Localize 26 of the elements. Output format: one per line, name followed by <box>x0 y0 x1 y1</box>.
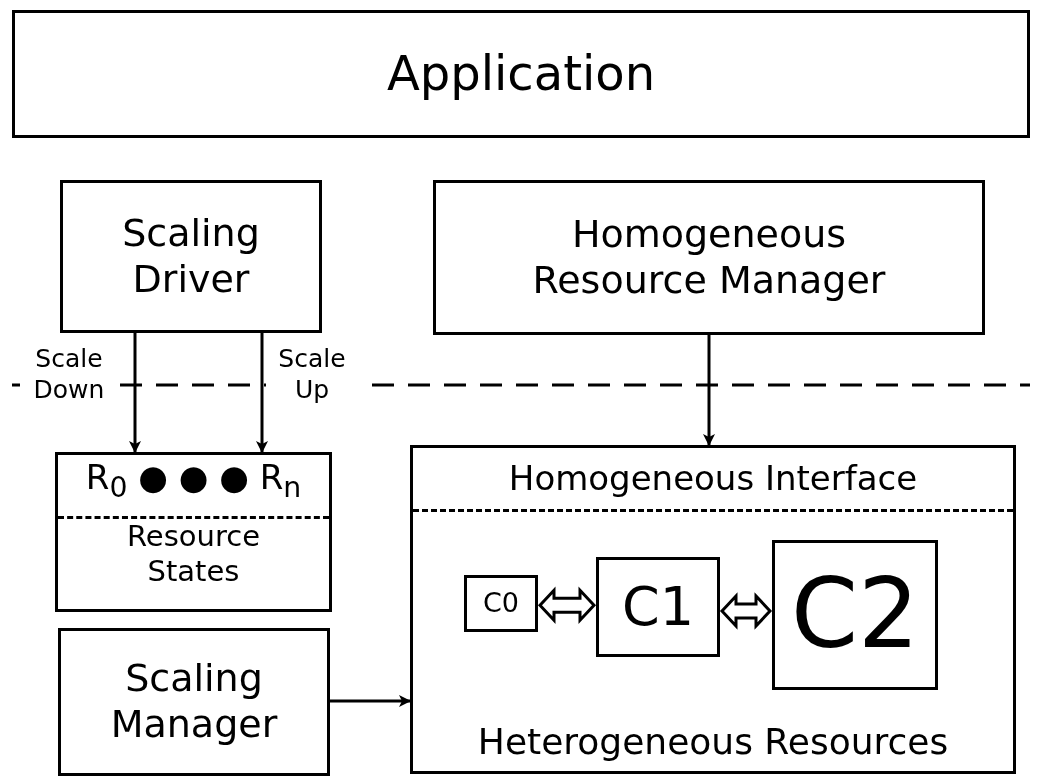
box-label: Application <box>386 45 656 103</box>
component-box <box>596 557 720 657</box>
arrow <box>256 333 268 453</box>
box-label: Scaling Driver <box>121 210 261 303</box>
component-box <box>464 575 538 632</box>
process-box <box>433 180 985 335</box>
component-box <box>772 540 938 690</box>
box-label: C2 <box>790 557 920 673</box>
box-label: Resource States <box>126 519 261 589</box>
box-label: Homogeneous Resource Manager <box>531 211 887 304</box>
box-label: C1 <box>621 574 695 640</box>
arrow <box>129 333 141 453</box>
process-box <box>410 445 1016 774</box>
resource-range-label: R$_{0}$ ● ● ● R$_{n}$ <box>58 455 329 519</box>
section-heading: Homogeneous Interface <box>413 448 1013 512</box>
process-box <box>55 452 332 612</box>
arrow <box>330 695 411 707</box>
box-label: Scaling Manager <box>109 656 279 748</box>
double-block-arrow <box>719 592 773 630</box>
process-box <box>12 10 1030 138</box>
process-box <box>60 180 322 333</box>
double-block-arrow <box>537 586 597 625</box>
process-box <box>58 628 330 776</box>
section-label: Heterogeneous Resources <box>476 719 950 764</box>
box-label: C0 <box>483 587 519 620</box>
arrow <box>703 335 715 446</box>
